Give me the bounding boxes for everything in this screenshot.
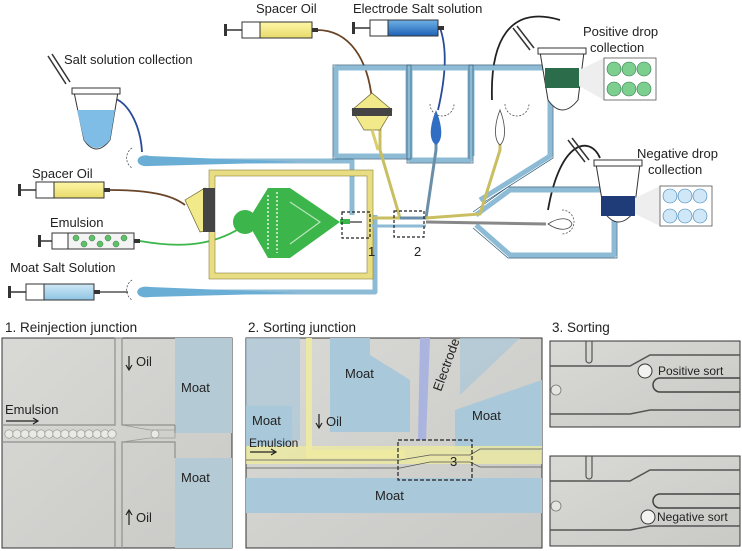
negative-outlet-tube xyxy=(547,144,601,211)
syringe-spacer-oil-left xyxy=(18,181,110,199)
panel3-title: 3. Sorting xyxy=(552,320,610,335)
label-spacer-oil-top: Spacer Oil xyxy=(256,1,317,16)
label-emulsion: Emulsion xyxy=(50,215,103,230)
label-spacer-oil-left: Spacer Oil xyxy=(32,166,93,181)
negative-outlet xyxy=(547,218,573,230)
panel1-oil-arrow-bottom xyxy=(125,508,133,525)
syringe-spacer-oil-top xyxy=(224,21,318,39)
panel1-moat-bottom: Moat xyxy=(181,470,210,485)
panel1-oil-bottom: Oil xyxy=(136,510,152,525)
electrode-reservoir xyxy=(430,110,442,145)
panel2-emulsion: Emulsion xyxy=(249,436,298,450)
panel2-moat-right: Moat xyxy=(472,408,501,423)
panel2-oil: Oil xyxy=(326,414,342,429)
panel2-moat-left: Moat xyxy=(252,413,281,428)
panel2-title: 2. Sorting junction xyxy=(248,320,356,335)
panel3-micrograph-positive xyxy=(549,340,741,428)
box-2-label: 2 xyxy=(414,244,421,259)
label-negative-collection-2: collection xyxy=(648,162,702,177)
label-moat-salt: Moat Salt Solution xyxy=(10,260,116,275)
emulsion-tube xyxy=(139,224,246,246)
panel1-oil-arrow-top xyxy=(125,356,133,372)
positive-outlet xyxy=(495,108,505,146)
pillar-arcs xyxy=(126,103,575,301)
panel2-emulsion-arrow xyxy=(250,448,278,456)
syringe-emulsion xyxy=(38,232,140,250)
panel1-title: 1. Reinjection junction xyxy=(5,320,137,335)
panel3-positive: Positive sort xyxy=(658,364,724,378)
panel3-micrograph-negative xyxy=(549,455,741,547)
spacer-oil-filter-top xyxy=(351,92,393,151)
box-2-marker xyxy=(393,210,425,238)
reinjection-chip xyxy=(233,188,350,258)
panel1-emulsion-arrow xyxy=(6,417,40,425)
label-positive-collection-2: collection xyxy=(590,40,644,55)
box-1-label: 1 xyxy=(368,244,375,259)
panel1-oil-top: Oil xyxy=(136,354,152,369)
panel3-negative: Negative sort xyxy=(657,510,728,524)
syringe-electrode-salt xyxy=(352,19,444,37)
salt-collection-outlet xyxy=(137,155,300,167)
positive-outlet-tube xyxy=(491,15,561,101)
panel2-moat-bottom: Moat xyxy=(375,488,404,503)
spacer-oil-top-tube xyxy=(316,29,373,101)
moat-salt-inlet xyxy=(137,286,300,298)
label-negative-collection-1: Negative drop xyxy=(637,146,718,161)
box-3-marker xyxy=(397,439,473,481)
box-3-label: 3 xyxy=(450,454,457,469)
negative-collection-tube xyxy=(567,137,713,227)
panel1-moat-top: Moat xyxy=(181,380,210,395)
salt-collection-tube-vial xyxy=(47,53,121,150)
panel2-moat-top: Moat xyxy=(345,366,374,381)
panel2-micrograph xyxy=(245,337,543,549)
tubing xyxy=(95,15,601,246)
spacer-oil-left-tube xyxy=(109,189,186,206)
box-1-marker xyxy=(341,211,371,239)
panel2-oil-arrow xyxy=(315,414,323,430)
panel1-micrograph xyxy=(1,337,233,549)
positive-collection-tube xyxy=(512,25,657,111)
label-positive-collection-1: Positive drop xyxy=(583,24,658,39)
panel1-emulsion: Emulsion xyxy=(5,402,58,417)
label-salt-collection: Salt solution collection xyxy=(64,52,193,67)
syringe-moat-salt xyxy=(8,283,128,301)
label-electrode-salt: Electrode Salt solution xyxy=(353,1,482,16)
